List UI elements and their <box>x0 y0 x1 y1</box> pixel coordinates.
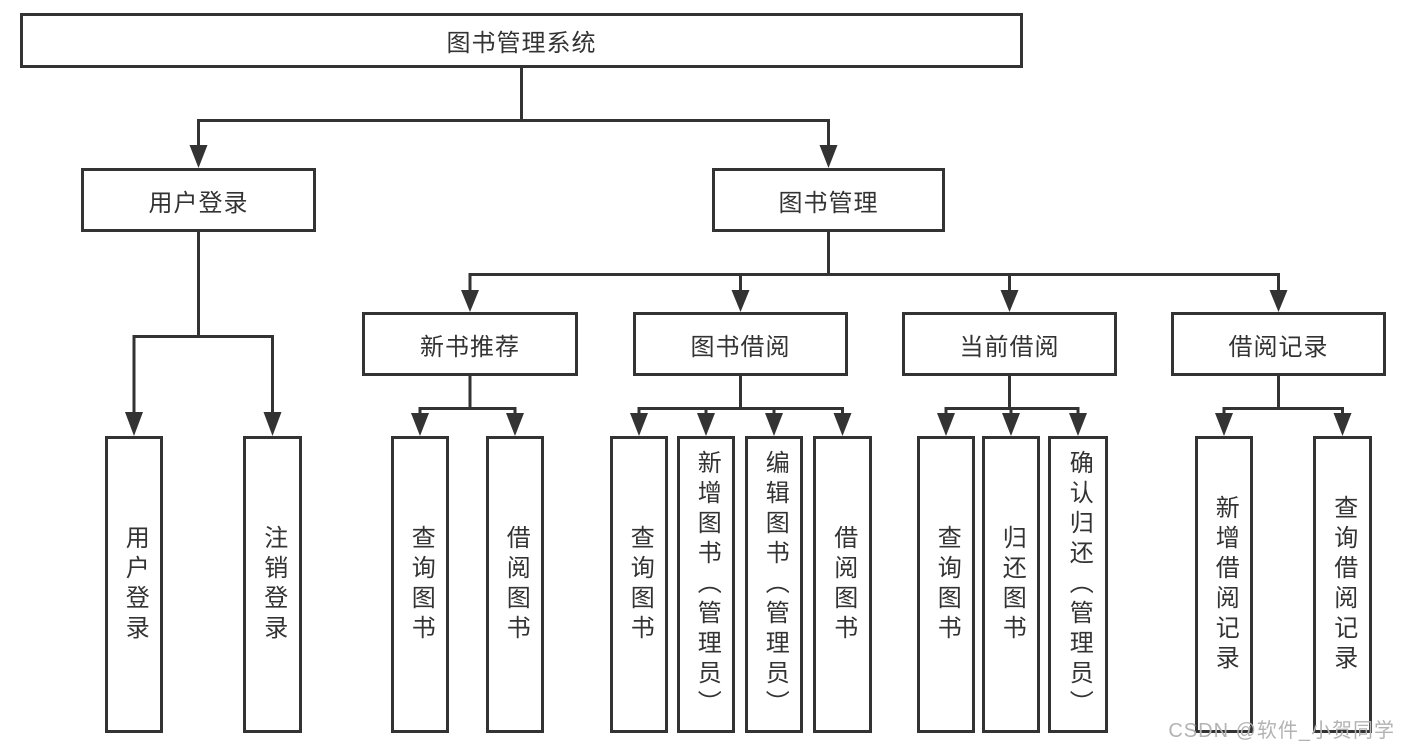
node-leaf-query-book-current-label: 查询图书 <box>933 524 961 645</box>
node-leaf-query-book-recommend-label: 查询图书 <box>407 524 435 645</box>
node-new-book-recommend: 新书推荐 <box>362 312 578 376</box>
node-leaf-add-book-admin: 新增图书（管理员） <box>677 436 735 733</box>
node-book-management: 图书管理 <box>712 168 945 232</box>
node-leaf-confirm-return-admin-label: 确认归还（管理员） <box>1065 449 1093 720</box>
node-leaf-logout-label: 注销登录 <box>259 524 287 645</box>
node-leaf-borrow-book: 借阅图书 <box>813 436 872 733</box>
node-leaf-query-book-current: 查询图书 <box>917 436 975 733</box>
connector-book-management-children <box>461 230 1288 312</box>
connector-user-login-children <box>125 230 282 436</box>
node-user-login: 用户登录 <box>81 168 316 232</box>
node-leaf-query-borrow-record-label: 查询借阅记录 <box>1329 494 1357 675</box>
node-borrow-records-label: 借阅记录 <box>1228 333 1329 361</box>
node-leaf-borrow-book-recommend-label: 借阅图书 <box>502 524 530 645</box>
node-leaf-user-login: 用户登录 <box>105 436 163 733</box>
node-leaf-query-borrow-record: 查询借阅记录 <box>1313 436 1372 733</box>
node-leaf-edit-book-admin-label: 编辑图书（管理员） <box>761 449 789 720</box>
node-leaf-query-book-recommend: 查询图书 <box>391 436 449 733</box>
node-root-label: 图书管理系统 <box>446 30 597 57</box>
node-borrow-records: 借阅记录 <box>1171 312 1386 376</box>
connector-new-book-recommend-children <box>411 374 524 436</box>
node-book-management-label: 图书管理 <box>778 189 879 217</box>
node-book-borrow-label: 图书借阅 <box>690 333 791 361</box>
node-leaf-confirm-return-admin: 确认归还（管理员） <box>1048 436 1108 733</box>
node-leaf-logout: 注销登录 <box>243 436 302 733</box>
node-leaf-query-book-borrow: 查询图书 <box>610 436 668 733</box>
node-leaf-borrow-book-recommend: 借阅图书 <box>486 436 544 733</box>
node-book-borrow: 图书借阅 <box>633 312 848 376</box>
node-new-book-recommend-label: 新书推荐 <box>420 333 520 361</box>
node-leaf-edit-book-admin: 编辑图书（管理员） <box>745 436 803 733</box>
node-current-borrow-label: 当前借阅 <box>959 333 1060 361</box>
connector-root-to-level2 <box>189 66 838 168</box>
node-leaf-add-book-admin-label: 新增图书（管理员） <box>693 449 721 720</box>
node-leaf-return-book-label: 归还图书 <box>998 524 1026 645</box>
node-current-borrow: 当前借阅 <box>902 312 1117 376</box>
connector-book-borrow-children <box>630 374 852 436</box>
node-leaf-user-login-label: 用户登录 <box>121 524 149 645</box>
node-leaf-query-book-borrow-label: 查询图书 <box>626 524 654 645</box>
node-leaf-return-book: 归还图书 <box>982 436 1040 733</box>
watermark: CSDN @软件_小贺同学 <box>1168 720 1395 742</box>
connector-borrow-records-children <box>1215 374 1352 436</box>
node-root: 图书管理系统 <box>20 13 1023 68</box>
connector-current-borrow-children <box>937 374 1087 436</box>
node-user-login-label: 用户登录 <box>148 189 249 217</box>
node-leaf-borrow-book-label: 借阅图书 <box>829 524 857 645</box>
node-leaf-add-borrow-record-label: 新增借阅记录 <box>1211 494 1239 675</box>
node-leaf-add-borrow-record: 新增借阅记录 <box>1195 436 1253 733</box>
